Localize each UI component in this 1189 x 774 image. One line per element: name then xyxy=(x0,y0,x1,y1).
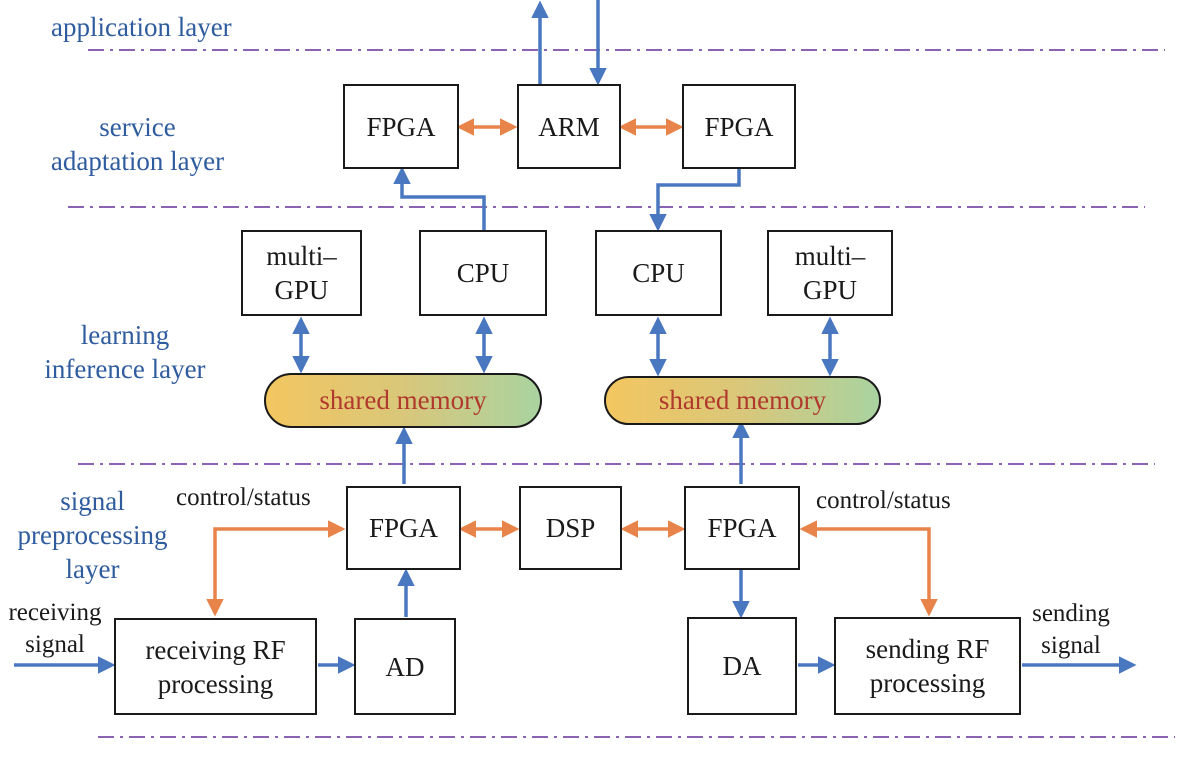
control-status-right-arrow xyxy=(799,520,938,617)
da-label: DA xyxy=(722,651,762,681)
service-adaptation-layer-label: service adaptation layer xyxy=(40,110,235,178)
service-fpga-left-box: FPGA xyxy=(343,84,459,169)
service-layer-line2: adaptation layer xyxy=(50,146,225,176)
dsp-box: DSP xyxy=(519,486,622,570)
learning-layer-line1: learning xyxy=(80,320,170,350)
blue-arrows xyxy=(14,0,1137,674)
signal-layer-line3: layer xyxy=(65,554,120,584)
signal-fpga-right-box: FPGA xyxy=(684,486,800,570)
signal-layer-line2: preprocessing xyxy=(17,520,168,550)
signal-preprocessing-layer-label: signal preprocessing layer xyxy=(0,484,185,586)
multi-gpu-right-box: multi– GPU xyxy=(767,230,893,316)
cpu-left-box: CPU xyxy=(419,230,547,316)
shared-memory-left: shared memory xyxy=(264,373,542,428)
dsp-label: DSP xyxy=(545,513,596,543)
control-status-left-text: control/status xyxy=(176,482,311,514)
cpu-left-to-fpga-left-arrow xyxy=(393,166,486,230)
learning-inference-layer-label: learning inference layer xyxy=(30,318,220,386)
multi-gpu-left-line2: GPU xyxy=(274,275,329,305)
sending-signal-text: sending signal xyxy=(1016,598,1126,662)
application-layer-label: application layer xyxy=(51,10,232,44)
multi-gpu-left-box: multi– GPU xyxy=(241,230,362,316)
receiving-rf-processing-box: receiving RF processing xyxy=(114,618,317,715)
signal-fpga-right-label: FPGA xyxy=(707,513,777,543)
receiving-signal-text: receiving signal xyxy=(0,597,110,661)
multi-gpu-right-line2: GPU xyxy=(802,275,857,305)
ad-label: AD xyxy=(385,651,425,682)
da-box: DA xyxy=(687,617,797,715)
service-fpga-right-box: FPGA xyxy=(682,84,796,169)
learning-layer-line2: inference layer xyxy=(44,354,206,384)
sending-signal-line1: sending xyxy=(1032,600,1110,627)
sending-signal-line2: signal xyxy=(1041,632,1101,659)
service-layer-line1: service xyxy=(99,112,176,142)
control-status-left-arrow xyxy=(206,520,346,617)
shared-memory-right: shared memory xyxy=(604,376,881,425)
cpu-right-box: CPU xyxy=(595,230,722,316)
control-status-left-label: control/status xyxy=(176,484,311,511)
control-status-right-text: control/status xyxy=(816,485,951,517)
receiving-signal-line2: signal xyxy=(25,631,85,658)
service-fpga-right-label: FPGA xyxy=(704,111,774,142)
sending-rf-line2: processing xyxy=(869,668,986,698)
receiving-rf-line1: receiving RF xyxy=(145,634,286,665)
application-layer-text: application layer xyxy=(51,12,232,42)
signal-fpga-left-box: FPGA xyxy=(346,486,461,570)
orange-arrows xyxy=(206,118,938,617)
ad-box: AD xyxy=(354,618,456,715)
fpga-right-to-cpu-right-arrow xyxy=(649,168,741,232)
sending-rf-processing-box: sending RF processing xyxy=(834,617,1021,715)
layer-dividers xyxy=(68,49,1175,738)
shared-memory-right-label: shared memory xyxy=(658,385,827,415)
receiving-rf-line2: processing xyxy=(157,668,274,699)
signal-layer-line1: signal xyxy=(60,486,125,516)
arm-label: ARM xyxy=(538,111,600,142)
receiving-signal-line1: receiving xyxy=(8,599,102,626)
multi-gpu-right-line1: multi– xyxy=(794,241,866,271)
service-fpga-left-label: FPGA xyxy=(366,111,436,142)
control-status-right-label: control/status xyxy=(816,487,951,514)
shared-memory-left-label: shared memory xyxy=(319,385,487,415)
signal-fpga-left-label: FPGA xyxy=(368,513,439,543)
cpu-left-label: CPU xyxy=(456,258,510,288)
cpu-right-label: CPU xyxy=(632,258,685,288)
multi-gpu-left-line1: multi– xyxy=(266,241,337,271)
sending-rf-line1: sending RF xyxy=(865,634,990,664)
arm-box: ARM xyxy=(517,84,621,169)
